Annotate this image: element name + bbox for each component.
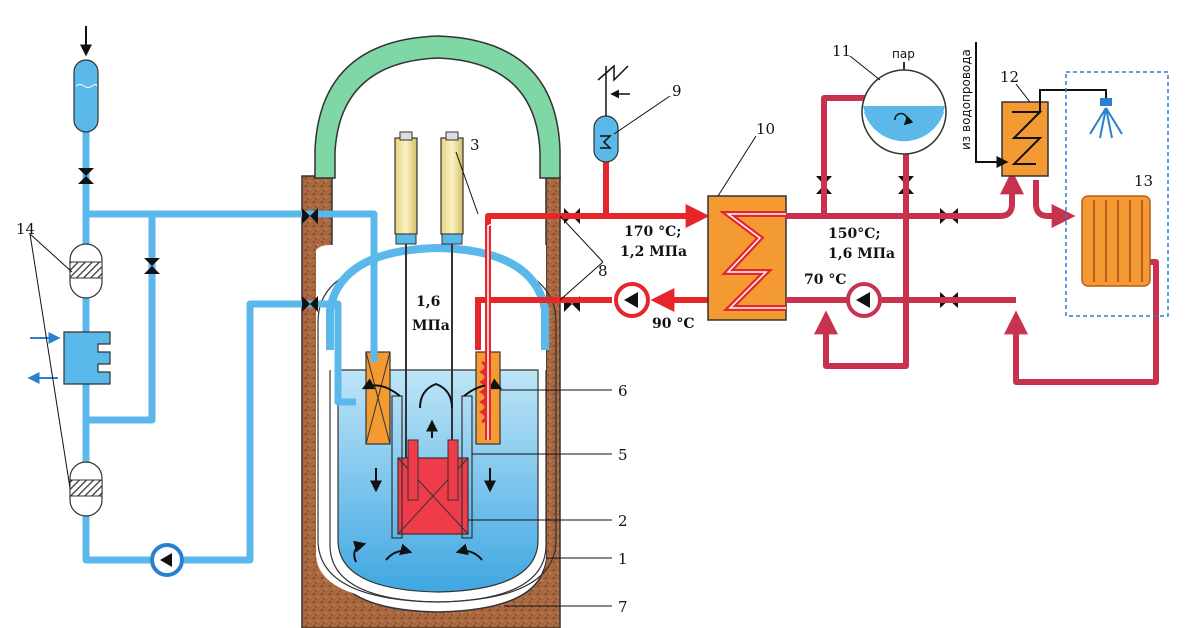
label-14: 13 — [1134, 172, 1153, 190]
label-2: 2 — [618, 512, 628, 530]
hot-leg-pressure: 1,2 МПа — [620, 244, 687, 260]
hot-leg-temp: 170 °C; — [624, 224, 681, 240]
cold-leg — [475, 288, 708, 350]
cooler — [27, 331, 111, 385]
water-supply-label: из водопровода — [959, 49, 973, 150]
secondary-hot-temp: 150°C; — [828, 226, 881, 242]
label-3: 3 — [470, 136, 480, 154]
water-heater-13 — [975, 42, 1107, 177]
filter-lower — [69, 461, 103, 517]
internal-heat-exchanger-left — [365, 351, 391, 445]
filter-upper — [69, 243, 103, 299]
label-7: 7 — [618, 598, 628, 616]
containment-dome — [314, 35, 561, 179]
label-13: 12 — [1000, 68, 1019, 86]
label-9: 14 — [16, 220, 35, 238]
secondary-pump — [846, 282, 882, 318]
cold-leg-temp: 90 °C — [652, 316, 695, 332]
label-12: 11 — [832, 42, 851, 60]
primary-pump — [150, 543, 184, 577]
shower-icon — [1089, 98, 1123, 139]
relief-vessel — [593, 64, 630, 163]
reactor-core — [391, 395, 473, 539]
label-5: 5 — [618, 446, 628, 464]
label-6: 6 — [618, 382, 628, 400]
flow-arrows — [353, 378, 503, 563]
steam-drum-12 — [861, 62, 947, 155]
vessel-pressure-unit: МПа — [412, 318, 450, 334]
label-1: 1 — [618, 550, 628, 568]
vessel-pressure-value: 1,6 — [416, 294, 440, 310]
label-11: 10 — [756, 120, 775, 138]
heat-exchanger-11 — [707, 195, 787, 321]
leader-lines — [29, 55, 1031, 607]
label-10: 9 — [672, 82, 682, 100]
cold-leg-pump — [614, 282, 650, 318]
secondary-pressure: 1,6 МПа — [828, 246, 895, 262]
radiator-icon — [1081, 195, 1151, 287]
control-rod-drives — [394, 131, 464, 460]
secondary-loop — [786, 95, 1159, 385]
secondary-cold-temp: 70 °C — [804, 272, 847, 288]
steam-label: пар — [892, 47, 915, 61]
consumer-box-14 — [1065, 71, 1169, 317]
pressurizer-tank — [73, 26, 99, 133]
label-8: 8 — [598, 262, 608, 280]
